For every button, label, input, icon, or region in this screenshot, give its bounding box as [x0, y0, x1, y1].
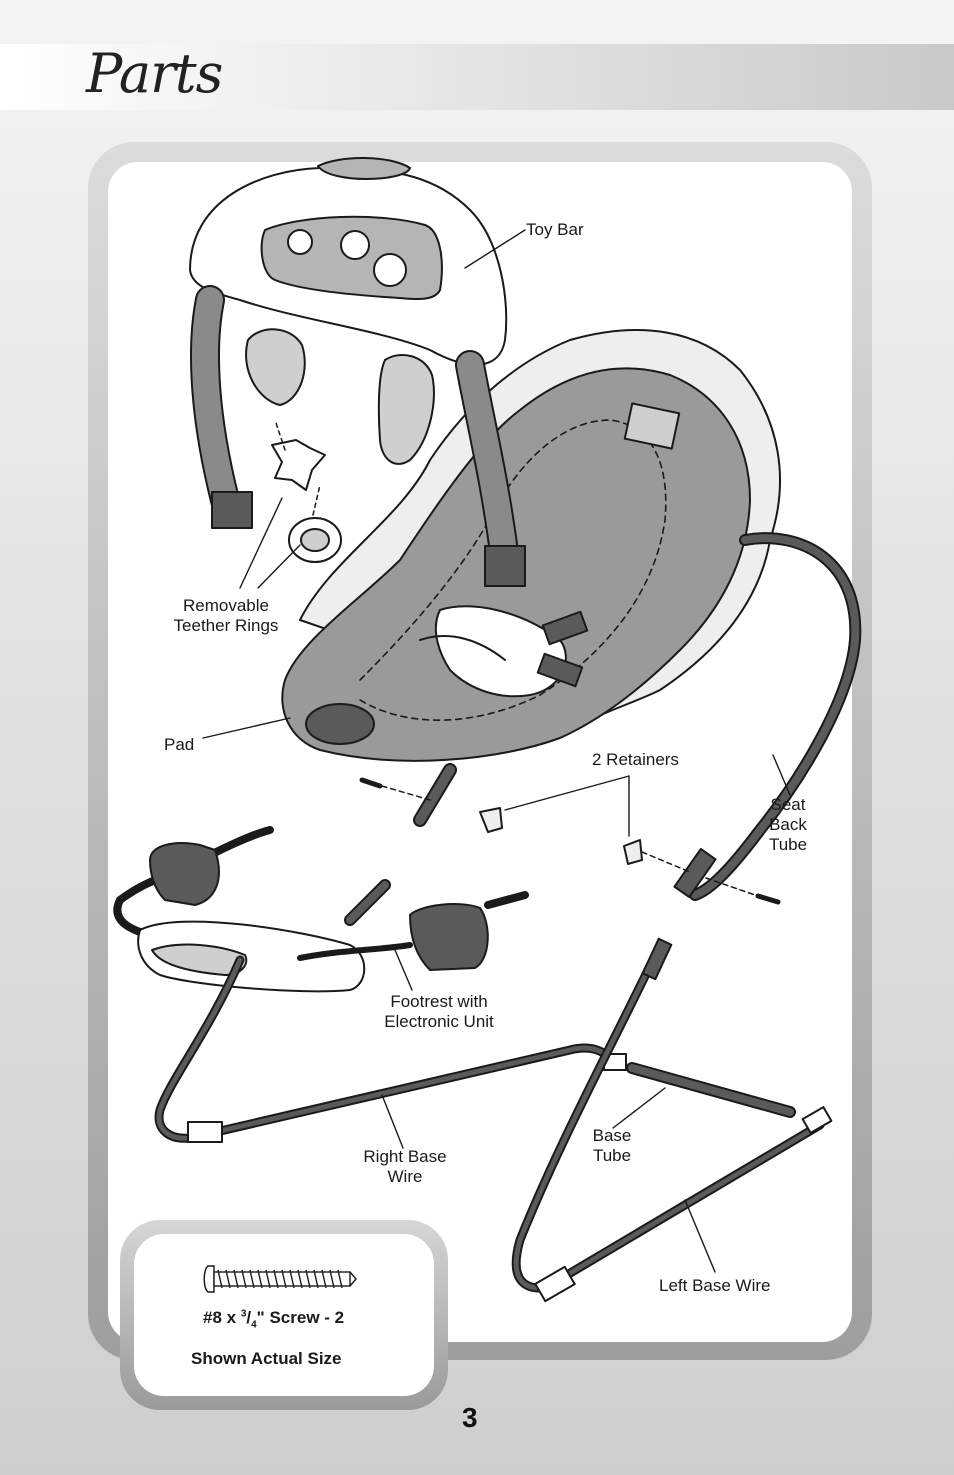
footrest-illustration: [113, 826, 529, 993]
label-seat-back-line3: Tube: [768, 835, 808, 854]
label-toy-bar: Toy Bar: [526, 220, 584, 239]
seat-back-tube-illustration: [359, 532, 862, 905]
screw-spec-num: 3: [240, 1308, 247, 1320]
page-title: Parts: [86, 42, 223, 105]
left-base-wire-illustration: [511, 937, 833, 1303]
label-right-base-line2: Wire: [387, 1167, 423, 1186]
right-base-wire-illustration: [154, 955, 627, 1143]
label-seat-back-tube: Seat Back Tube: [756, 795, 820, 855]
label-seat-back-line2: Back: [769, 815, 807, 834]
title-band: [0, 44, 954, 110]
label-footrest-line1: Footrest with: [390, 992, 488, 1011]
label-left-base-wire: Left Base Wire: [659, 1276, 771, 1295]
label-teether-line2: Teether Rings: [173, 616, 279, 635]
label-right-base-wire: Right Base Wire: [350, 1147, 460, 1187]
label-base-tube-line2: Tube: [592, 1146, 632, 1165]
label-seat-back-line1: Seat: [770, 795, 806, 814]
screw-spec-suffix: " Screw - 2: [256, 1308, 345, 1327]
label-base-tube-line1: Base: [592, 1126, 632, 1145]
label-base-tube: Base Tube: [582, 1126, 642, 1166]
screw-spec-den: 4: [251, 1319, 257, 1331]
leader-lines: [202, 229, 791, 1273]
screw-spec: #8 x 3/4" Screw - 2: [203, 1308, 344, 1330]
label-pad: Pad: [164, 735, 195, 754]
toy-bar-illustration: [189, 157, 526, 587]
base-tube-illustration: [626, 1062, 796, 1118]
label-teether-rings: Removable Teether Rings: [150, 596, 302, 636]
screw-spec-slash: /: [246, 1308, 252, 1327]
label-teether-line1: Removable: [183, 596, 269, 615]
screw-box: [134, 1234, 434, 1396]
label-footrest-line2: Electronic Unit: [384, 1012, 494, 1031]
screw-note: Shown Actual Size: [191, 1349, 342, 1368]
label-right-base-line1: Right Base: [363, 1147, 447, 1166]
screw-spec-prefix: #8 x: [203, 1308, 241, 1327]
page-number: 3: [462, 1402, 478, 1433]
label-retainers: 2 Retainers: [592, 750, 679, 769]
label-footrest: Footrest with Electronic Unit: [364, 992, 514, 1032]
pad-illustration: [281, 329, 781, 762]
